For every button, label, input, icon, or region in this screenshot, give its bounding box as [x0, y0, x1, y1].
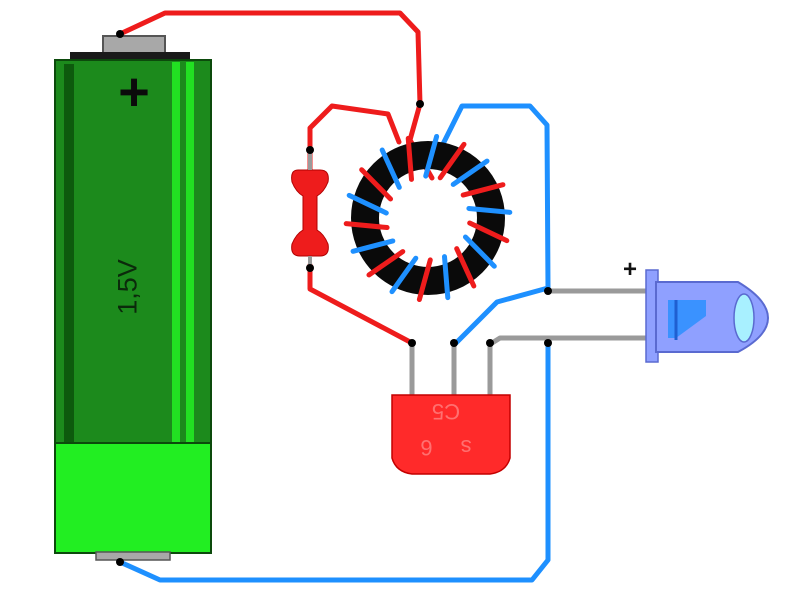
- winding-blue: [346, 192, 389, 216]
- junction-dot: [486, 339, 494, 347]
- winding-red: [437, 141, 467, 181]
- winding-red: [359, 167, 394, 202]
- battery-bottom-section: [54, 442, 212, 554]
- toroid-windings: [343, 133, 513, 303]
- red-wire-battery-positive: [117, 10, 423, 107]
- junction-dot: [306, 146, 314, 154]
- junction-dot: [544, 287, 552, 295]
- winding-blue: [441, 254, 451, 301]
- toroid-coil: [343, 133, 513, 303]
- winding-red: [416, 257, 433, 303]
- winding-red: [460, 182, 506, 198]
- transistor-marking-bottom: s 6: [420, 435, 472, 460]
- winding-blue: [423, 133, 440, 179]
- winding-blue: [462, 234, 497, 269]
- transistor-body: [391, 394, 511, 475]
- transistor-marking-top: C5: [431, 399, 461, 424]
- battery-body: [54, 59, 212, 446]
- resistor: [291, 150, 329, 268]
- resistor-body: [291, 169, 329, 257]
- battery-voltage-label: 1,5V: [112, 259, 143, 315]
- battery-negative-terminal: [95, 551, 171, 561]
- winding-blue: [350, 238, 396, 254]
- red-wire-resistor-bottom: [307, 262, 415, 346]
- battery-top-cap: [70, 52, 190, 62]
- battery-stripe-dark: [64, 64, 74, 442]
- winding-blue: [389, 255, 419, 295]
- junction-dot: [116, 30, 124, 38]
- winding-red: [343, 221, 390, 231]
- led: [645, 269, 770, 363]
- winding-red: [467, 220, 510, 244]
- junction-dot: [306, 264, 314, 272]
- winding-red: [454, 246, 477, 289]
- wires: [117, 10, 653, 583]
- winding-blue: [466, 205, 513, 215]
- junction-dot: [416, 100, 424, 108]
- battery-stripe-light-2: [186, 62, 194, 444]
- blue-wire-coil-top: [437, 103, 551, 291]
- junction-dot: [450, 339, 458, 347]
- junction-dot: [116, 558, 124, 566]
- junction-dot: [544, 339, 552, 347]
- led-positive-symbol: +: [622, 256, 638, 283]
- winding-blue: [450, 158, 490, 187]
- battery: [54, 35, 212, 561]
- transistor: [391, 394, 511, 475]
- junction-dots: [116, 30, 552, 566]
- battery-stripe-light: [172, 62, 180, 444]
- toroid-core: [351, 141, 505, 295]
- winding-red: [366, 249, 406, 278]
- battery-positive-symbol: +: [118, 62, 150, 122]
- blue-wire-battery-negative: [117, 340, 551, 583]
- junction-dot: [408, 339, 416, 347]
- blue-wire-to-transistor: [453, 285, 551, 346]
- winding-red: [405, 135, 415, 182]
- led-lens: [733, 293, 755, 343]
- winding-blue: [379, 147, 402, 190]
- red-wire-resistor-top: [307, 103, 402, 173]
- grey-wire-led-cathode: [489, 335, 653, 346]
